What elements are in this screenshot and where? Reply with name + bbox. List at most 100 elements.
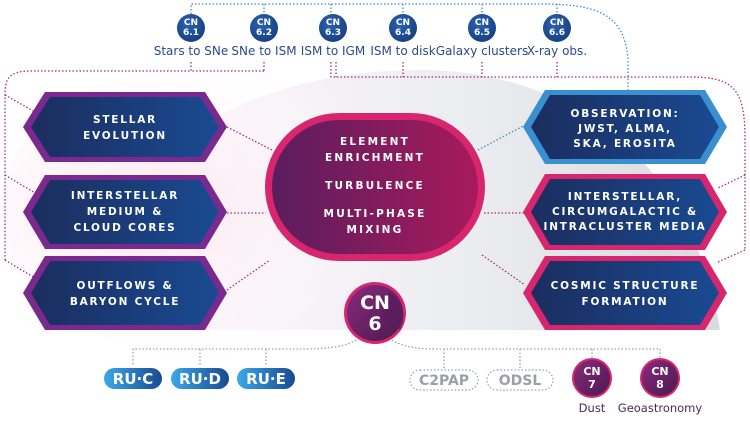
badge-cn-6-6[interactable]: CN 6.6 X-ray obs.: [527, 14, 587, 58]
hex-fill: [531, 95, 719, 159]
badge-cn-6-1[interactable]: CN 6.1 Stars to SNe: [154, 14, 229, 58]
pill-outline: [486, 369, 554, 391]
hex-fill: [531, 179, 719, 245]
pill-ru-c[interactable]: RU·C: [104, 368, 162, 389]
other-networks: CN 7 Dust CN 8 Geoastronomy: [572, 358, 702, 415]
badge-caption: Dust: [579, 401, 606, 415]
top-badges: CN 6.1 Stars to SNe CN 6.2 SNe to ISM CN…: [154, 14, 587, 58]
hex-fill: [31, 261, 219, 325]
box-line: INTRACLUSTER MEDIA: [543, 221, 706, 233]
box-line: STELLAR: [93, 114, 157, 126]
badge-cn-8[interactable]: CN 8 Geoastronomy: [618, 358, 703, 415]
badge-circle: [642, 360, 678, 396]
badge-number: 7: [588, 378, 596, 391]
pill-ru-e[interactable]: RU·E: [237, 368, 295, 389]
center-topics[interactable]: ELEMENT ENRICHMENT TURBULENCE MULTI-PHAS…: [265, 113, 485, 261]
hex-fill: [31, 97, 219, 157]
box-interstellar-medium[interactable]: INTERSTELLAR MEDIUM & CLOUD CORES: [23, 175, 227, 249]
badge-circle: [250, 14, 278, 42]
badge-circle: [574, 360, 610, 396]
badge-cn-6-2[interactable]: CN 6.2 SNe to ISM: [231, 14, 297, 58]
badge-accent: [383, 292, 404, 330]
box-line: CIRCUMGALACTIC &: [552, 206, 698, 218]
box-line: JWST, ALMA,: [577, 123, 672, 135]
box-line: CLOUD CORES: [73, 222, 176, 234]
badge-circle: [468, 14, 496, 42]
center-fill: [272, 120, 478, 254]
pill-outline: [409, 369, 479, 391]
box-line: COSMIC STRUCTURE: [551, 280, 700, 292]
box-line: OBSERVATION:: [570, 108, 679, 120]
box-outflows-baryon-cycle[interactable]: OUTFLOWS & BARYON CYCLE: [23, 256, 227, 330]
badge-number: 6: [368, 313, 381, 335]
badge-circle: [389, 14, 417, 42]
badge-cn-6-5[interactable]: CN 6.5 Galaxy clusters: [436, 14, 528, 58]
box-cosmic-structure[interactable]: COSMIC STRUCTURE FORMATION: [523, 256, 727, 330]
pill-label: C2PAP: [419, 373, 469, 389]
badge-caption: Stars to SNe: [154, 44, 229, 58]
badge-cn-6-3[interactable]: CN 6.3 ISM to IGM: [301, 14, 365, 58]
badge-caption: Galaxy clusters: [436, 44, 528, 58]
badge-number: 6.6: [549, 28, 565, 38]
badge-circle: [543, 14, 571, 42]
left-boxes: STELLAR EVOLUTION INTERSTELLAR MEDIUM & …: [23, 92, 227, 330]
badge-number: 8: [656, 378, 664, 391]
pill-label: RU·E: [246, 370, 286, 388]
hex-fill: [31, 180, 219, 244]
badge-cn-6-4[interactable]: CN 6.4 ISM to disk: [370, 14, 436, 58]
badge-prefix: CN: [326, 18, 340, 28]
box-line: FORMATION: [582, 296, 669, 308]
partners: C2PAP ODSL: [409, 369, 554, 391]
badge-number: 6.3: [325, 28, 341, 38]
badge-prefix: CN: [396, 18, 410, 28]
badge-number: 6.2: [256, 28, 272, 38]
box-line: INTERSTELLAR,: [568, 191, 682, 203]
pill-label: RU·C: [113, 370, 153, 388]
badge-caption: Geoastronomy: [618, 401, 703, 415]
box-line: BARYON CYCLE: [70, 296, 180, 308]
pill-bg: [171, 368, 229, 389]
right-boxes: OBSERVATION: JWST, ALMA, SKA, EROSITA IN…: [523, 90, 727, 330]
center-line: ENRICHMENT: [325, 152, 425, 164]
badge-number: 6.1: [183, 28, 199, 38]
badge-caption: ISM to disk: [370, 44, 435, 58]
badge-prefix: CN: [257, 18, 271, 28]
hex-fill: [531, 261, 719, 325]
pill-ru-d[interactable]: RU·D: [171, 368, 229, 389]
badge-prefix: CN: [360, 292, 390, 314]
badge-circle: [177, 14, 205, 42]
center-line: MIXING: [347, 224, 404, 236]
badge-prefix: CN: [475, 18, 489, 28]
bottom-connectors: [132, 339, 661, 370]
pill-label: ODSL: [499, 373, 542, 389]
box-line: MEDIUM &: [87, 206, 163, 218]
box-line: SKA, EROSITA: [573, 138, 676, 150]
box-observation[interactable]: OBSERVATION: JWST, ALMA, SKA, EROSITA: [523, 90, 727, 164]
center-line: MULTI-PHASE: [324, 208, 427, 220]
center-line: ELEMENT: [340, 136, 410, 148]
badge-prefix: CN: [550, 18, 564, 28]
box-interstellar-media[interactable]: INTERSTELLAR, CIRCUMGALACTIC & INTRACLUS…: [523, 174, 727, 250]
box-stellar-evolution[interactable]: STELLAR EVOLUTION: [23, 92, 227, 162]
center-line: TURBULENCE: [325, 180, 425, 192]
pill-c2pap[interactable]: C2PAP: [409, 369, 479, 391]
pill-bg: [237, 368, 295, 389]
badge-prefix: CN: [651, 365, 668, 378]
pink-connectors: [4, 62, 746, 291]
badge-caption: ISM to IGM: [301, 44, 365, 58]
badge-circle: [319, 14, 347, 42]
pill-bg: [104, 368, 162, 389]
badge-number: 6.4: [395, 28, 411, 38]
top-connector: [190, 3, 629, 151]
badge-number: 6.5: [474, 28, 490, 38]
badge-cn-7[interactable]: CN 7 Dust: [572, 358, 612, 415]
research-units: RU·C RU·D RU·E: [104, 368, 295, 389]
pill-odsl[interactable]: ODSL: [486, 369, 554, 391]
main-badge-cn-6[interactable]: CN 6: [344, 282, 406, 344]
box-line: INTERSTELLAR: [71, 190, 179, 202]
badge-caption: X-ray obs.: [527, 44, 587, 58]
badge-caption: SNe to ISM: [231, 44, 296, 58]
pill-label: RU·D: [179, 370, 221, 388]
